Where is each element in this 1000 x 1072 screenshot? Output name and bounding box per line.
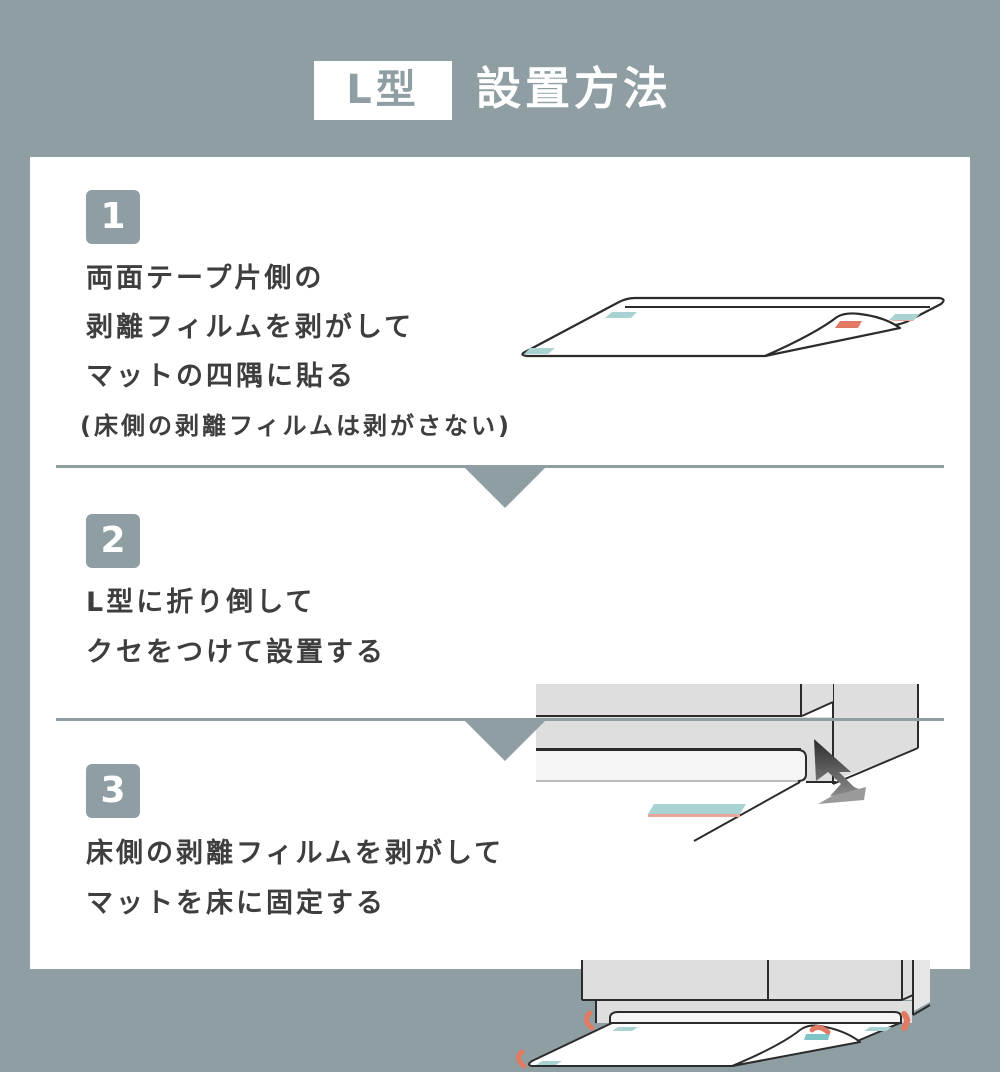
- next-step-arrow-icon: [465, 468, 545, 508]
- instructions-panel: 1 両面テープ片側の 剥離フィルムを剥がして マットの四隅に貼る (床側の剥離フ…: [30, 157, 970, 1069]
- mat-peel-tape-illustration: [521, 296, 945, 358]
- next-step-arrow-icon: [465, 721, 545, 761]
- type-badge: L型: [314, 61, 452, 120]
- step-2: 2 L型に折り倒して クセをつけて設置する: [30, 468, 970, 842]
- description-line: 剥離フィルムを剥がして: [86, 312, 415, 343]
- description-line: クセをつけて設置する: [86, 637, 386, 668]
- step-3: 3 床側の剥離フィルムを剥がして マットを床に固定する: [30, 721, 970, 1069]
- step-number-badge: 2: [86, 514, 140, 568]
- mat-fold-under-appliance-illustration: [536, 684, 919, 842]
- description-line: L型に折り倒して: [86, 587, 316, 618]
- description-line: マットを床に固定する: [86, 888, 386, 919]
- mat-fix-to-floor-illustration: [516, 960, 931, 1069]
- step-number-badge: 3: [86, 764, 140, 818]
- description-line: マットの四隅に貼る: [86, 361, 356, 392]
- description-line: 床側の剥離フィルムを剥がして: [86, 838, 505, 869]
- step-divider: [56, 718, 944, 721]
- step-description: 両面テープ片側の 剥離フィルムを剥がして マットの四隅に貼る (床側の剥離フィル…: [80, 260, 512, 456]
- step-number-badge: 1: [86, 190, 140, 244]
- header: L型 設置方法: [0, 0, 1000, 157]
- step-description: L型に折り倒して クセをつけて設置する: [86, 584, 386, 684]
- description-line: 両面テープ片側の: [86, 263, 325, 294]
- step-description: 床側の剥離フィルムを剥がして マットを床に固定する: [86, 835, 504, 935]
- step-1: 1 両面テープ片側の 剥離フィルムを剥がして マットの四隅に貼る (床側の剥離フ…: [30, 157, 970, 467]
- step-divider: [56, 465, 944, 468]
- page-title: 設置方法: [476, 62, 673, 115]
- description-line: (床側の剥離フィルムは剥がさない): [80, 412, 512, 440]
